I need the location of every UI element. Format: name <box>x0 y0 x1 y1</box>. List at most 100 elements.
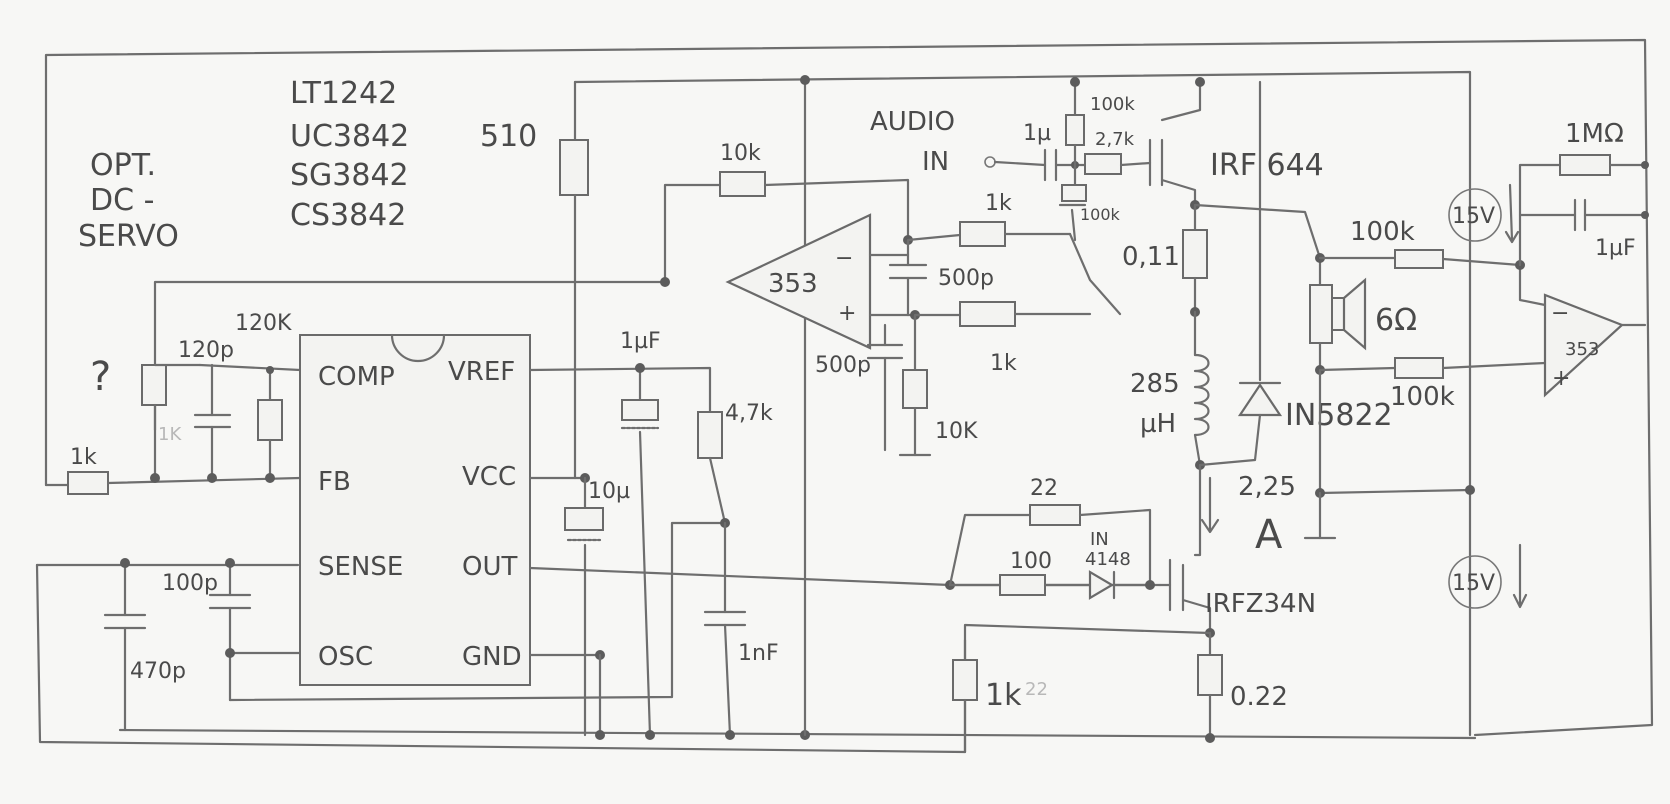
label-1k-a: 1k <box>985 191 1012 216</box>
label-1k-gate: 1k <box>985 678 1022 713</box>
label-100p: 100p <box>162 571 218 596</box>
label-100k-a: 100k <box>1350 217 1415 247</box>
label-470p: 470p <box>130 659 186 684</box>
label-100k-top: 100k <box>1090 94 1135 115</box>
resistor-2-7k <box>1084 153 1122 175</box>
pin-comp: COMP <box>318 362 395 392</box>
label-100: 100 <box>1010 549 1052 574</box>
resistor-1k-a <box>959 221 1006 247</box>
power-stage: IRF 644 0,11 285 µH IN5822 2,25 A 22 100… <box>948 77 1393 754</box>
resistor-1k-fb <box>67 471 109 495</box>
resistor-22 <box>1029 504 1081 526</box>
resistor-4-7k <box>697 411 723 459</box>
label-1nF: 1nF <box>738 641 779 666</box>
diode-1n4148 <box>1088 570 1115 600</box>
label-0-11: 0,11 <box>1122 242 1180 272</box>
chip-note-4: CS3842 <box>290 198 406 233</box>
resistor-10k-b <box>902 369 928 409</box>
pin-sense: SENSE <box>318 552 403 582</box>
cap-1uF <box>621 399 659 421</box>
label-speaker: 6Ω <box>1375 303 1417 338</box>
opamp-353-left <box>725 213 872 350</box>
resistor-120k <box>141 364 167 406</box>
chip-notes: LT1242 UC3842 SG3842 CS3842 510 OPT. DC … <box>78 76 537 400</box>
pin-vcc: VCC <box>462 462 516 492</box>
speaker-magnet <box>1331 297 1345 331</box>
label-22: 22 <box>1030 476 1058 501</box>
chip-note-3: SG3842 <box>290 158 409 193</box>
resistor-1M <box>1559 154 1611 176</box>
ic-notch <box>390 333 446 363</box>
label-10k-fb: 10k <box>720 141 761 166</box>
supply-bottom-circle <box>1448 555 1502 609</box>
resistor-10k-fb <box>719 171 766 197</box>
amp2-minus: − <box>1551 301 1569 326</box>
label-uH: µH <box>1140 409 1176 439</box>
feedback-network: 120K 120p 1k 1K <box>44 280 667 495</box>
pwm-controller-ic: COMP FB SENSE OSC VREF VCC OUT GND <box>299 333 531 686</box>
speaker-output-section: 100k 100k 6Ω 1MΩ 1µF − + 353 15V 15V <box>1303 119 1649 609</box>
label-22-ghost: 22 <box>1025 679 1048 700</box>
label-audio: AUDIO <box>870 107 955 137</box>
label-1n4148-a: IN <box>1090 529 1109 550</box>
opt-note-2: DC - <box>90 183 154 218</box>
error-amp-section: 353 − + 10k 500p 500p 1k 1k 10K <box>660 141 1092 457</box>
diode-1n5822 <box>1237 383 1283 417</box>
label-1k-b: 1k <box>990 351 1017 376</box>
amp1-plus: + <box>838 301 856 326</box>
label-500p-b: 500p <box>815 353 871 378</box>
label-285: 285 <box>1130 369 1180 399</box>
label-10k-b: 10K <box>935 419 978 444</box>
resistor-100k-a <box>1394 249 1444 269</box>
speaker-coil <box>1309 284 1333 344</box>
supply-top-circle <box>1448 188 1502 242</box>
label-supply-bottom: 15V <box>1452 571 1495 596</box>
pin-vref: VREF <box>448 357 515 387</box>
resistor-0-11 <box>1182 229 1208 279</box>
label-amp2: 353 <box>1565 339 1599 360</box>
pot-100k <box>1061 184 1087 202</box>
resistor-100k-top <box>1065 114 1085 146</box>
inductor-285uH <box>1193 353 1210 437</box>
label-2-7k: 2,7k <box>1095 129 1135 150</box>
chip-note-2: UC3842 <box>290 119 409 154</box>
resistor-100k-b <box>1394 357 1444 379</box>
label-supply-top: 15V <box>1452 204 1495 229</box>
label-120k: 120K <box>235 311 292 336</box>
ic-body <box>299 334 531 686</box>
pin-osc: OSC <box>318 642 373 672</box>
label-1n5822: IN5822 <box>1285 398 1393 433</box>
label-in: IN <box>922 147 949 177</box>
pin-fb: FB <box>318 467 351 497</box>
pin-gnd: GND <box>462 642 522 672</box>
label-500p-a: 500p <box>938 266 994 291</box>
resistor-510 <box>559 139 589 196</box>
resistor-1k-b <box>959 301 1016 327</box>
label-1M: 1MΩ <box>1565 119 1624 149</box>
label-1n4148-b: 4148 <box>1085 549 1131 570</box>
label-1uF-b: 1µF <box>1595 236 1636 261</box>
question-mark: ? <box>90 354 111 400</box>
label-1u-audio: 1µ <box>1023 121 1051 146</box>
resistor-0-22 <box>1197 654 1223 696</box>
label-amps: A <box>1255 512 1283 558</box>
opamp-353-right <box>1543 293 1625 398</box>
resistor-comp-fb <box>257 399 283 441</box>
speaker-cone <box>1342 277 1367 351</box>
audio-input-section: AUDIO IN 1µ 100k 2,7k 100k <box>870 77 1152 316</box>
label-1uF: 1µF <box>620 329 661 354</box>
cap-10u-top <box>564 507 604 531</box>
opt-note-1: OPT. <box>90 148 156 183</box>
label-120p: 120p <box>178 338 234 363</box>
sense-osc-network: 100p 470p <box>103 521 722 732</box>
opt-note-3: SERVO <box>78 219 179 254</box>
pin-out: OUT <box>462 552 517 582</box>
chip-note-1: LT1242 <box>290 76 397 111</box>
resistor-100 <box>999 574 1046 596</box>
label-2-25: 2,25 <box>1238 472 1296 502</box>
resistor-1k-gate <box>952 659 978 701</box>
label-4-7k: 4,7k <box>725 401 773 426</box>
label-1k-ghost: 1K <box>158 424 182 445</box>
